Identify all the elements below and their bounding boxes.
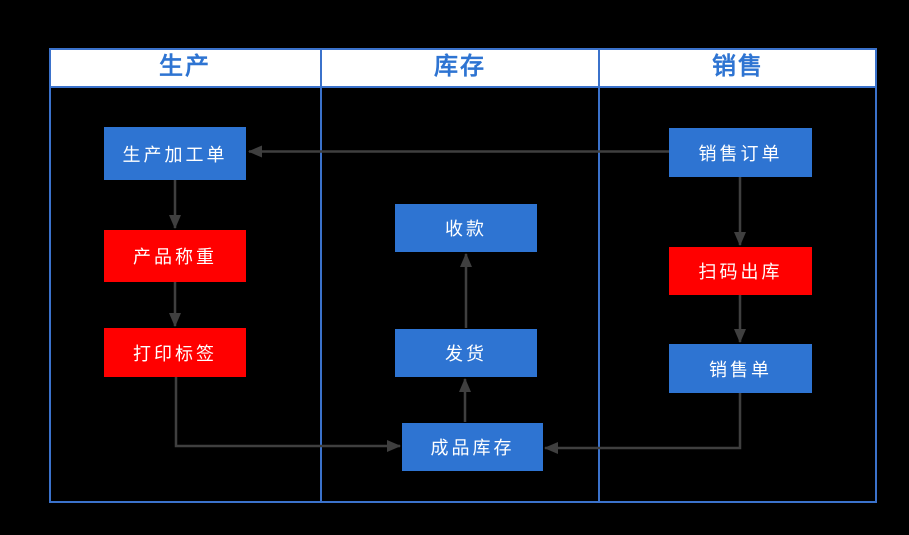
node-ship-goods: 发货 — [395, 329, 537, 377]
node-sales-order: 销售订单 — [669, 128, 812, 177]
lane-header-inventory: 库存 — [434, 53, 486, 80]
node-sales-slip: 销售单 — [669, 344, 812, 393]
lane-header-production: 生产 — [159, 53, 211, 80]
lane-header-band — [49, 48, 877, 88]
node-finished-inventory: 成品库存 — [402, 423, 543, 471]
node-collect-payment: 收款 — [395, 204, 537, 252]
node-product-weighing: 产品称重 — [104, 230, 246, 282]
node-scan-outbound: 扫码出库 — [669, 247, 812, 295]
node-print-label: 打印标签 — [104, 328, 246, 377]
diagram-frame — [49, 48, 877, 503]
lane-header-sales: 销售 — [712, 53, 764, 80]
lane-divider — [598, 48, 600, 503]
lane-divider — [320, 48, 322, 503]
node-production-order: 生产加工单 — [104, 127, 246, 180]
